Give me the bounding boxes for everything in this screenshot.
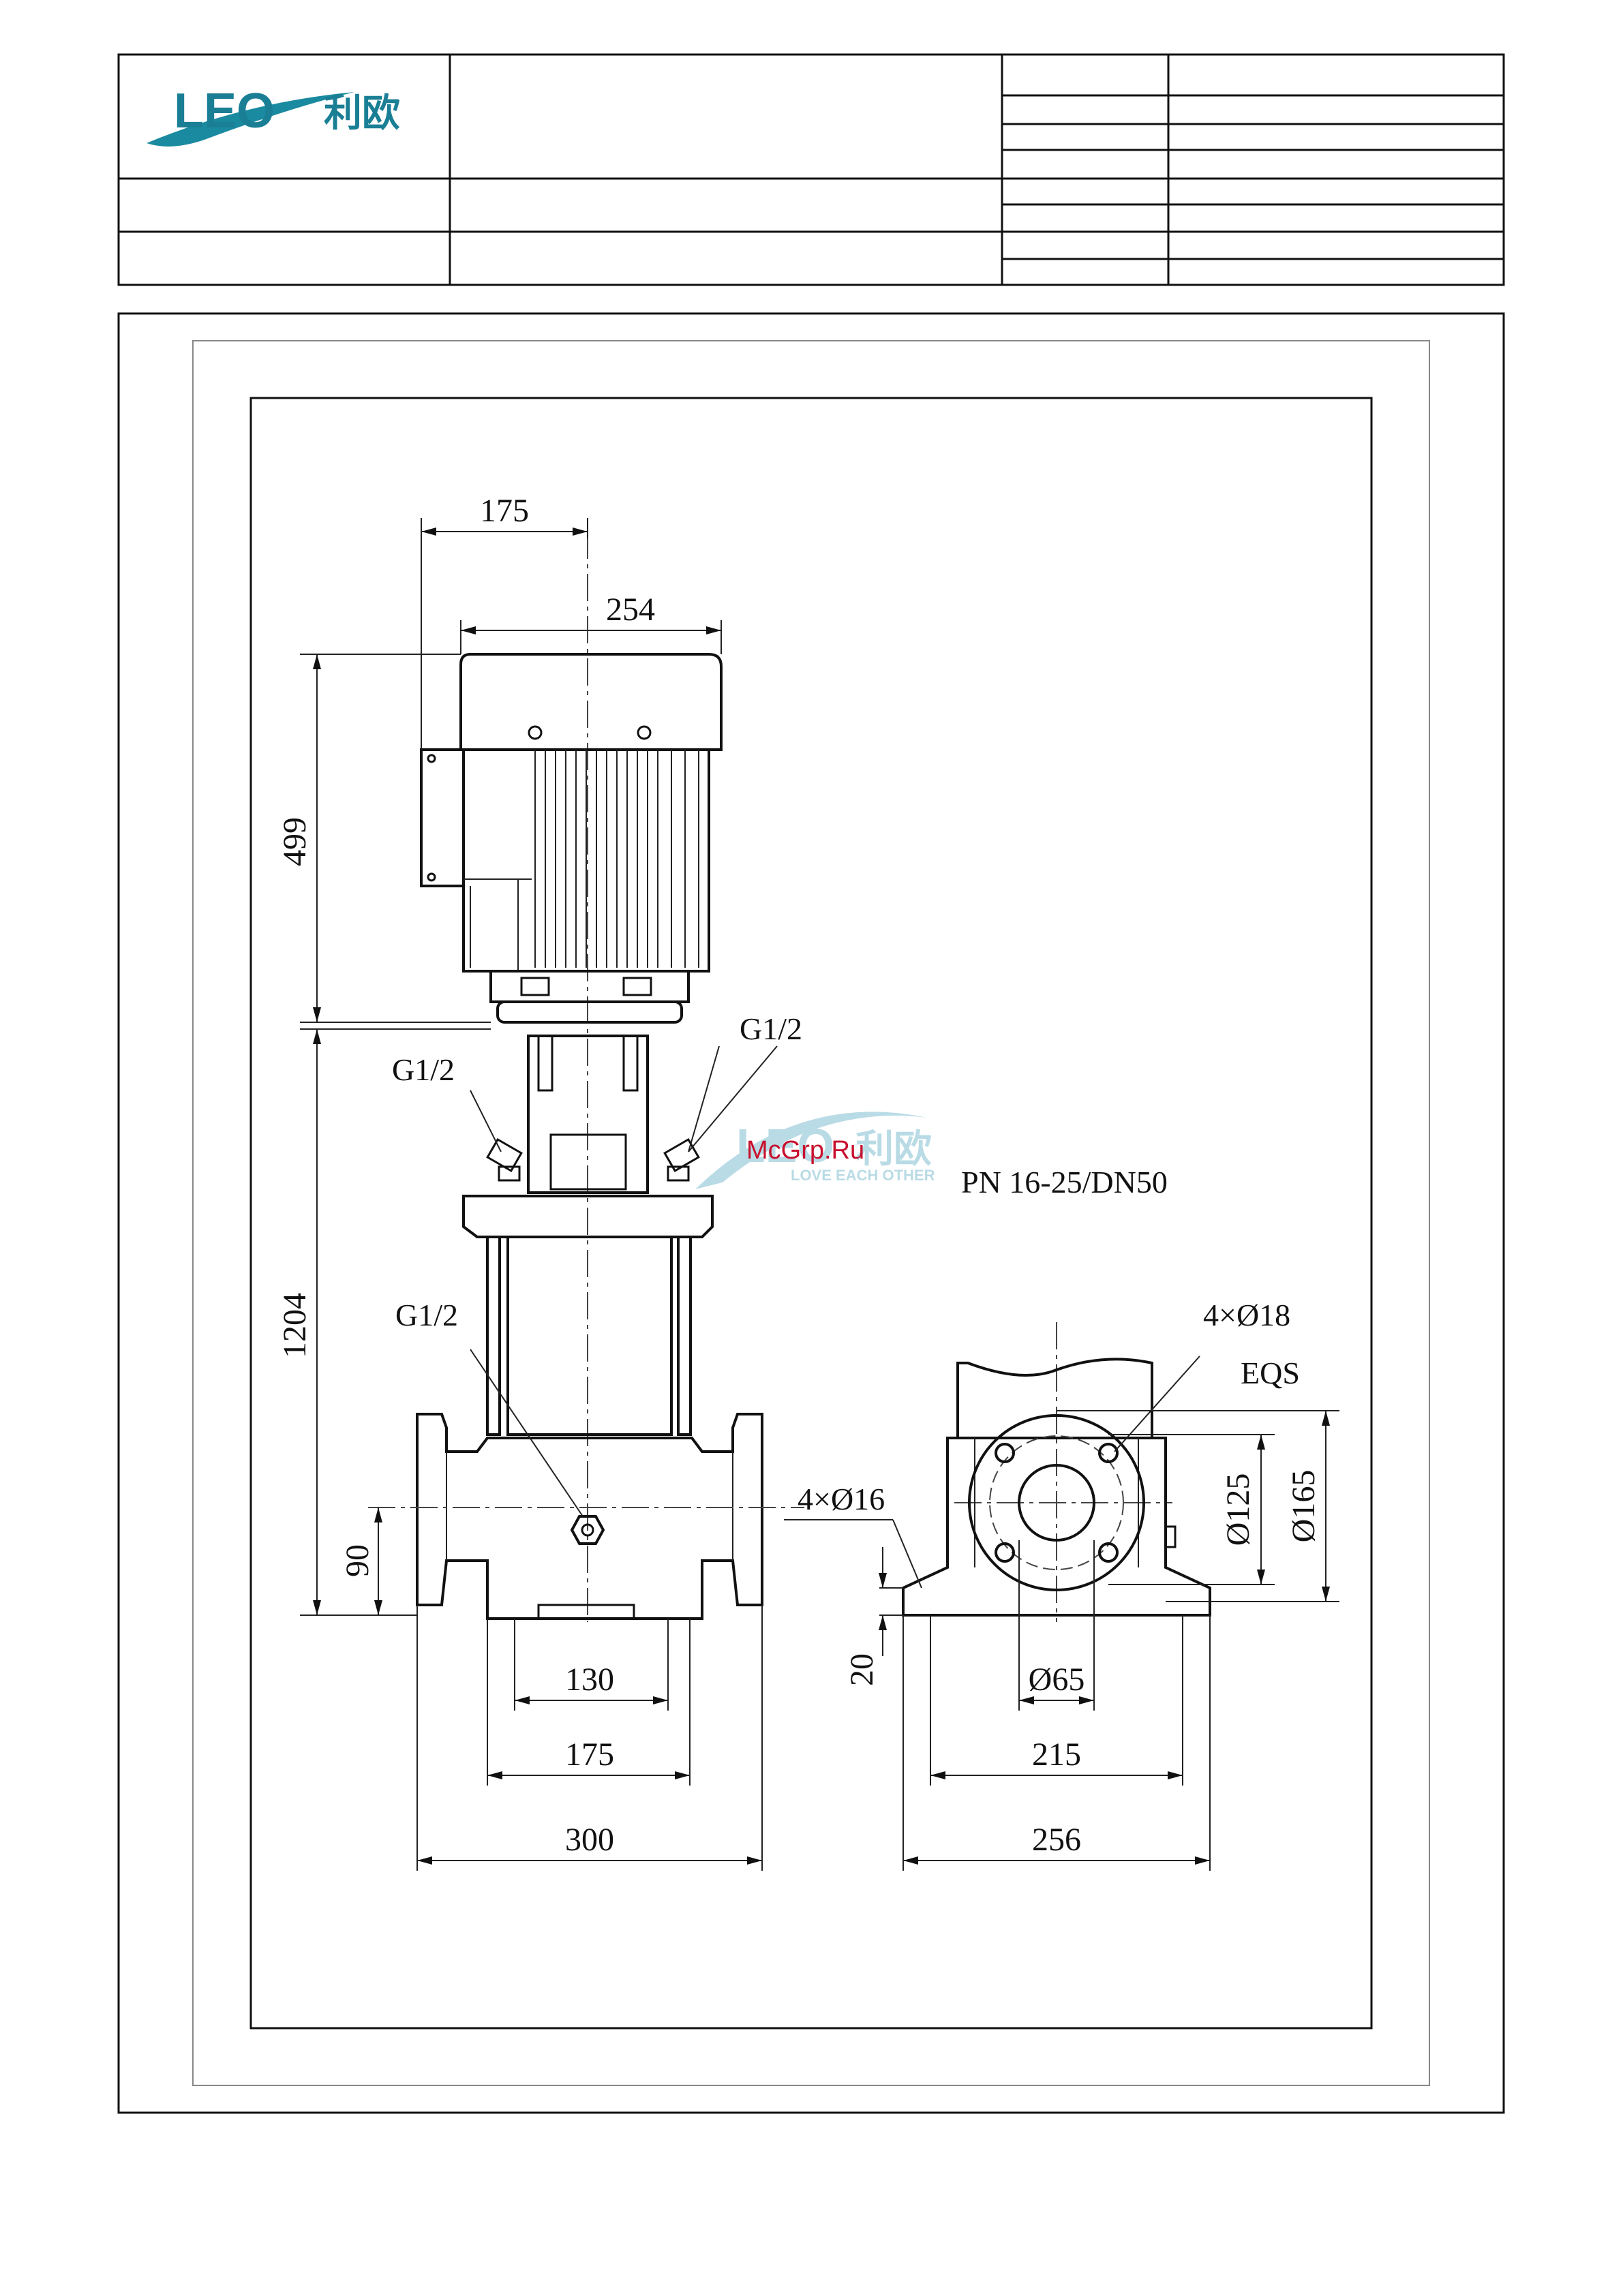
screw-icon	[638, 726, 650, 739]
dim-motor-width: 254	[606, 592, 655, 628]
side-upper-casing	[958, 1359, 1152, 1438]
pump-sleeve	[508, 1237, 671, 1435]
inner-frame	[251, 398, 1371, 2028]
label-pressure-rating: PN 16-25/DN50	[961, 1165, 1168, 1199]
dim-bore: Ø65	[1029, 1662, 1085, 1698]
label-port-top-right: G1/2	[740, 1011, 802, 1046]
pump-side-view	[903, 1322, 1210, 1622]
middle-frame	[193, 341, 1429, 2085]
label-flange-note: EQS	[1241, 1356, 1300, 1390]
logo-latin-text: LEO	[174, 84, 275, 138]
dim-total-height: 1204	[277, 1293, 313, 1358]
flange-hole-icon	[996, 1544, 1014, 1561]
vent-port-left	[487, 1139, 521, 1180]
dim-side-foot-span: 215	[1032, 1736, 1081, 1773]
dim-flange-dia: Ø165	[1286, 1470, 1322, 1543]
dimension-lines	[300, 518, 1339, 1871]
dim-bolt-circle: Ø125	[1220, 1473, 1256, 1546]
flange-hole-icon	[996, 1444, 1014, 1462]
label-port-drain: G1/2	[395, 1298, 458, 1332]
dim-motor-offset: 175	[480, 493, 529, 529]
dim-foot-spacing: 130	[565, 1662, 614, 1698]
watermark-logo-chinese: 利欧	[855, 1127, 932, 1172]
screw-icon	[529, 726, 541, 739]
label-base-holes: 4×Ø16	[798, 1482, 885, 1516]
dim-foot-height: 20	[844, 1653, 880, 1686]
motor-fan-cover	[461, 654, 721, 750]
logo-chinese-text: 利欧	[324, 91, 400, 136]
flange-hole-icon	[1099, 1444, 1117, 1462]
outer-frame	[119, 313, 1504, 2113]
label-port-top-left: G1/2	[392, 1052, 455, 1087]
title-block	[119, 55, 1504, 285]
terminal-box	[421, 750, 464, 886]
watermark-site: McGrp.Ru	[746, 1136, 864, 1165]
dim-base-length: 300	[565, 1822, 614, 1858]
watermark-slogan: LOVE EACH OTHER	[791, 1167, 935, 1184]
leo-logo: LEO 利欧	[147, 84, 400, 147]
dim-side-base-width: 256	[1032, 1822, 1081, 1858]
motor-adapter	[498, 1002, 682, 1022]
flange-hole-icon	[1099, 1544, 1117, 1561]
dim-motor-height: 499	[277, 817, 313, 866]
dim-base-offset: 90	[339, 1544, 376, 1577]
dim-foot-span: 175	[565, 1736, 614, 1773]
label-flange-holes: 4×Ø18	[1203, 1298, 1290, 1332]
